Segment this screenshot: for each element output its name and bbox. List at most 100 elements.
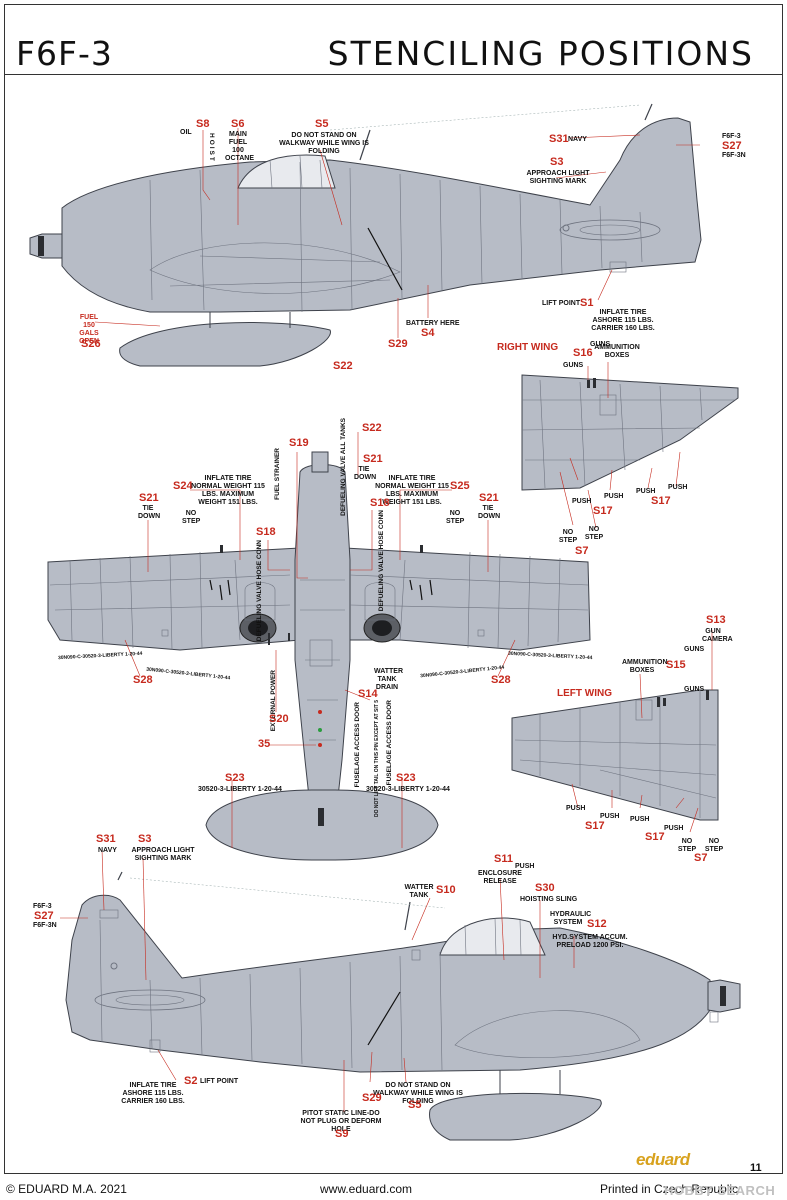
top-fuselage bbox=[61, 117, 702, 313]
top-drop-tank bbox=[119, 322, 331, 367]
code-s31-top: S31 bbox=[549, 133, 569, 145]
label-push-rw2: PUSH bbox=[604, 493, 624, 500]
code-s25: S25 bbox=[450, 480, 470, 492]
label-push-rw3: PUSH bbox=[636, 488, 656, 495]
code-s19: S19 bbox=[289, 437, 309, 449]
label-hydraulic: HYDRAULIC SYSTEM bbox=[550, 911, 592, 926]
label-hoisting-sling: HOISTING SLING bbox=[520, 896, 578, 903]
code-s28-left: S28 bbox=[133, 674, 153, 686]
bottom-canopy bbox=[439, 917, 546, 956]
code-s3-bottom: S3 bbox=[138, 833, 152, 845]
label-tail-serial-right: 30520-3-LIBERTY 1-20-44 bbox=[366, 786, 450, 793]
label-nostep-lw2: NO STEP bbox=[704, 838, 724, 853]
label-hyd-accum: HYD.SYSTEM ACCUM. PRELOAD 1200 PSI. bbox=[552, 934, 628, 949]
label-enclosure: ENCLOSURE RELEASE bbox=[478, 870, 522, 885]
label-approach-light-bottom: APPROACH LIGHT SIGHTING MARK bbox=[131, 847, 195, 862]
label-navy-top: NAVY bbox=[568, 136, 587, 143]
code-s17-lw1: S17 bbox=[585, 820, 605, 832]
label-water-tank-drain: WATTER TANK DRAIN bbox=[374, 668, 404, 691]
code-s15: S15 bbox=[666, 659, 686, 671]
plan-fuselage bbox=[294, 464, 351, 826]
label-f6f3-top: F6F-3 bbox=[722, 133, 741, 140]
label-push-bottom: PUSH bbox=[515, 863, 535, 870]
code-s11: S11 bbox=[494, 853, 513, 865]
code-s3-top: S3 bbox=[550, 156, 564, 168]
code-s17-rw2: S17 bbox=[651, 495, 671, 507]
code-s26: S26 bbox=[81, 338, 101, 350]
label-push-lw2: PUSH bbox=[600, 813, 620, 820]
label-walkway-bottom: DO NOT STAND ON WALKWAY WHILE WING IS FO… bbox=[373, 1082, 463, 1105]
label-defueling-all: DEFUELING VALVE ALL TANKS bbox=[340, 418, 347, 516]
top-canopy bbox=[237, 154, 336, 189]
code-s18-right: S18 bbox=[370, 497, 390, 509]
top-side-profile bbox=[29, 103, 702, 367]
label-guns-rw1: GUNS bbox=[590, 341, 611, 348]
left-wing-heading: LEFT WING bbox=[557, 688, 612, 699]
right-wing-panel bbox=[521, 362, 739, 529]
label-tiedown-left: TIE DOWN bbox=[138, 505, 161, 520]
code-s1: S1 bbox=[580, 297, 594, 309]
label-nostep-rw2: NO STEP bbox=[584, 526, 604, 541]
code-s29-bottom: S29 bbox=[362, 1092, 382, 1104]
header-rule bbox=[4, 74, 783, 75]
label-tiedown-center: TIE DOWN bbox=[354, 466, 377, 481]
label-push-lw4: PUSH bbox=[664, 825, 684, 832]
label-defueling-hose-left: DEFUELING VALVE HOSE CONN bbox=[256, 540, 263, 642]
label-lift-point-top: LIFT POINT bbox=[542, 300, 581, 307]
copyright: © EDUARD M.A. 2021 bbox=[6, 1182, 127, 1196]
label-main-fuel: MAIN FUEL 100 OCTANE bbox=[225, 131, 255, 162]
code-s2: S2 bbox=[184, 1075, 198, 1087]
label-tiedown-right: TIE DOWN bbox=[478, 505, 501, 520]
left-wing-shape bbox=[511, 689, 719, 821]
page-title: STENCILING POSITIONS bbox=[327, 34, 754, 73]
label-inflate-tire-bottom: INFLATE TIRE ASHORE 115 LBS. CARRIER 160… bbox=[121, 1082, 185, 1105]
code-s7-rw: S7 bbox=[575, 545, 589, 557]
prop-hub bbox=[38, 236, 44, 256]
eduard-logo: eduard bbox=[636, 1150, 690, 1169]
code-s31-bottom: S31 bbox=[96, 833, 116, 845]
code-s28-right: S28 bbox=[491, 674, 511, 686]
page-number: 11 bbox=[750, 1162, 762, 1174]
label-inflate-tire-top: INFLATE TIRE ASHORE 115 LBS. CARRIER 160… bbox=[591, 309, 655, 332]
label-nostep-lw1: NO STEP bbox=[677, 838, 697, 853]
label-ammo-rw: AMMUNITION BOXES bbox=[594, 344, 640, 359]
code-35: 35 bbox=[258, 738, 271, 750]
plan-spinner bbox=[311, 451, 329, 473]
code-s23-left: S23 bbox=[225, 772, 245, 784]
code-s29-top: S29 bbox=[388, 338, 408, 350]
label-f6f3n-top: F6F-3N bbox=[722, 152, 746, 159]
label-gun-camera: GUN CAMERA bbox=[702, 628, 733, 643]
code-s10: S10 bbox=[436, 884, 456, 896]
label-f6f3-bottom: F6F-3 bbox=[33, 903, 52, 910]
label-push-rw4: PUSH bbox=[668, 484, 688, 491]
code-s21-left: S21 bbox=[139, 492, 159, 504]
label-approach-light-top: APPROACH LIGHT SIGHTING MARK bbox=[526, 170, 590, 185]
website[interactable]: www.eduard.com bbox=[320, 1182, 413, 1196]
code-s27-top: S27 bbox=[722, 140, 742, 152]
label-nostep-plan-right: NO STEP bbox=[446, 510, 465, 525]
code-s27-bottom: S27 bbox=[34, 910, 54, 922]
code-s7-lw: S7 bbox=[694, 852, 708, 864]
code-s23-right: S23 bbox=[396, 772, 416, 784]
code-s22-plan: S22 bbox=[362, 422, 382, 434]
label-f6f3n-bottom: F6F-3N bbox=[33, 922, 57, 929]
code-s22-top: S22 bbox=[333, 360, 353, 372]
label-walkway-top: DO NOT STAND ON WALKWAY WHILE WING IS FO… bbox=[279, 132, 369, 155]
code-s17-rw1: S17 bbox=[593, 505, 613, 517]
page-frame bbox=[4, 4, 783, 1174]
bottom-fuselage bbox=[65, 894, 711, 1073]
bottom-side-profile bbox=[60, 849, 741, 1141]
label-defueling-hose-right: DEFUELING VALVE HOSE CONN bbox=[378, 510, 385, 612]
prop-spinner bbox=[29, 233, 63, 259]
code-s12: S12 bbox=[587, 918, 607, 930]
label-inflate-normal-left: INFLATE TIRE NORMAL WEIGHT 115 LBS. MAXI… bbox=[191, 475, 265, 506]
code-s9: S9 bbox=[335, 1128, 349, 1140]
code-s16: S16 bbox=[573, 347, 593, 359]
label-battery: BATTERY HERE bbox=[406, 320, 460, 327]
label-push-lw1: PUSH bbox=[566, 805, 586, 812]
label-pitot: PITOT STATIC LINE-DO NOT PLUG OR DEFORM … bbox=[300, 1110, 382, 1133]
printed-in: Printed in Czech Republic bbox=[600, 1182, 739, 1196]
bottom-drop-tank bbox=[429, 1092, 602, 1141]
label-fuel-strainer: FUEL STRAINER bbox=[274, 448, 281, 500]
label-fuselage-access: FUSELAGE ACCESS DOOR bbox=[354, 702, 361, 788]
